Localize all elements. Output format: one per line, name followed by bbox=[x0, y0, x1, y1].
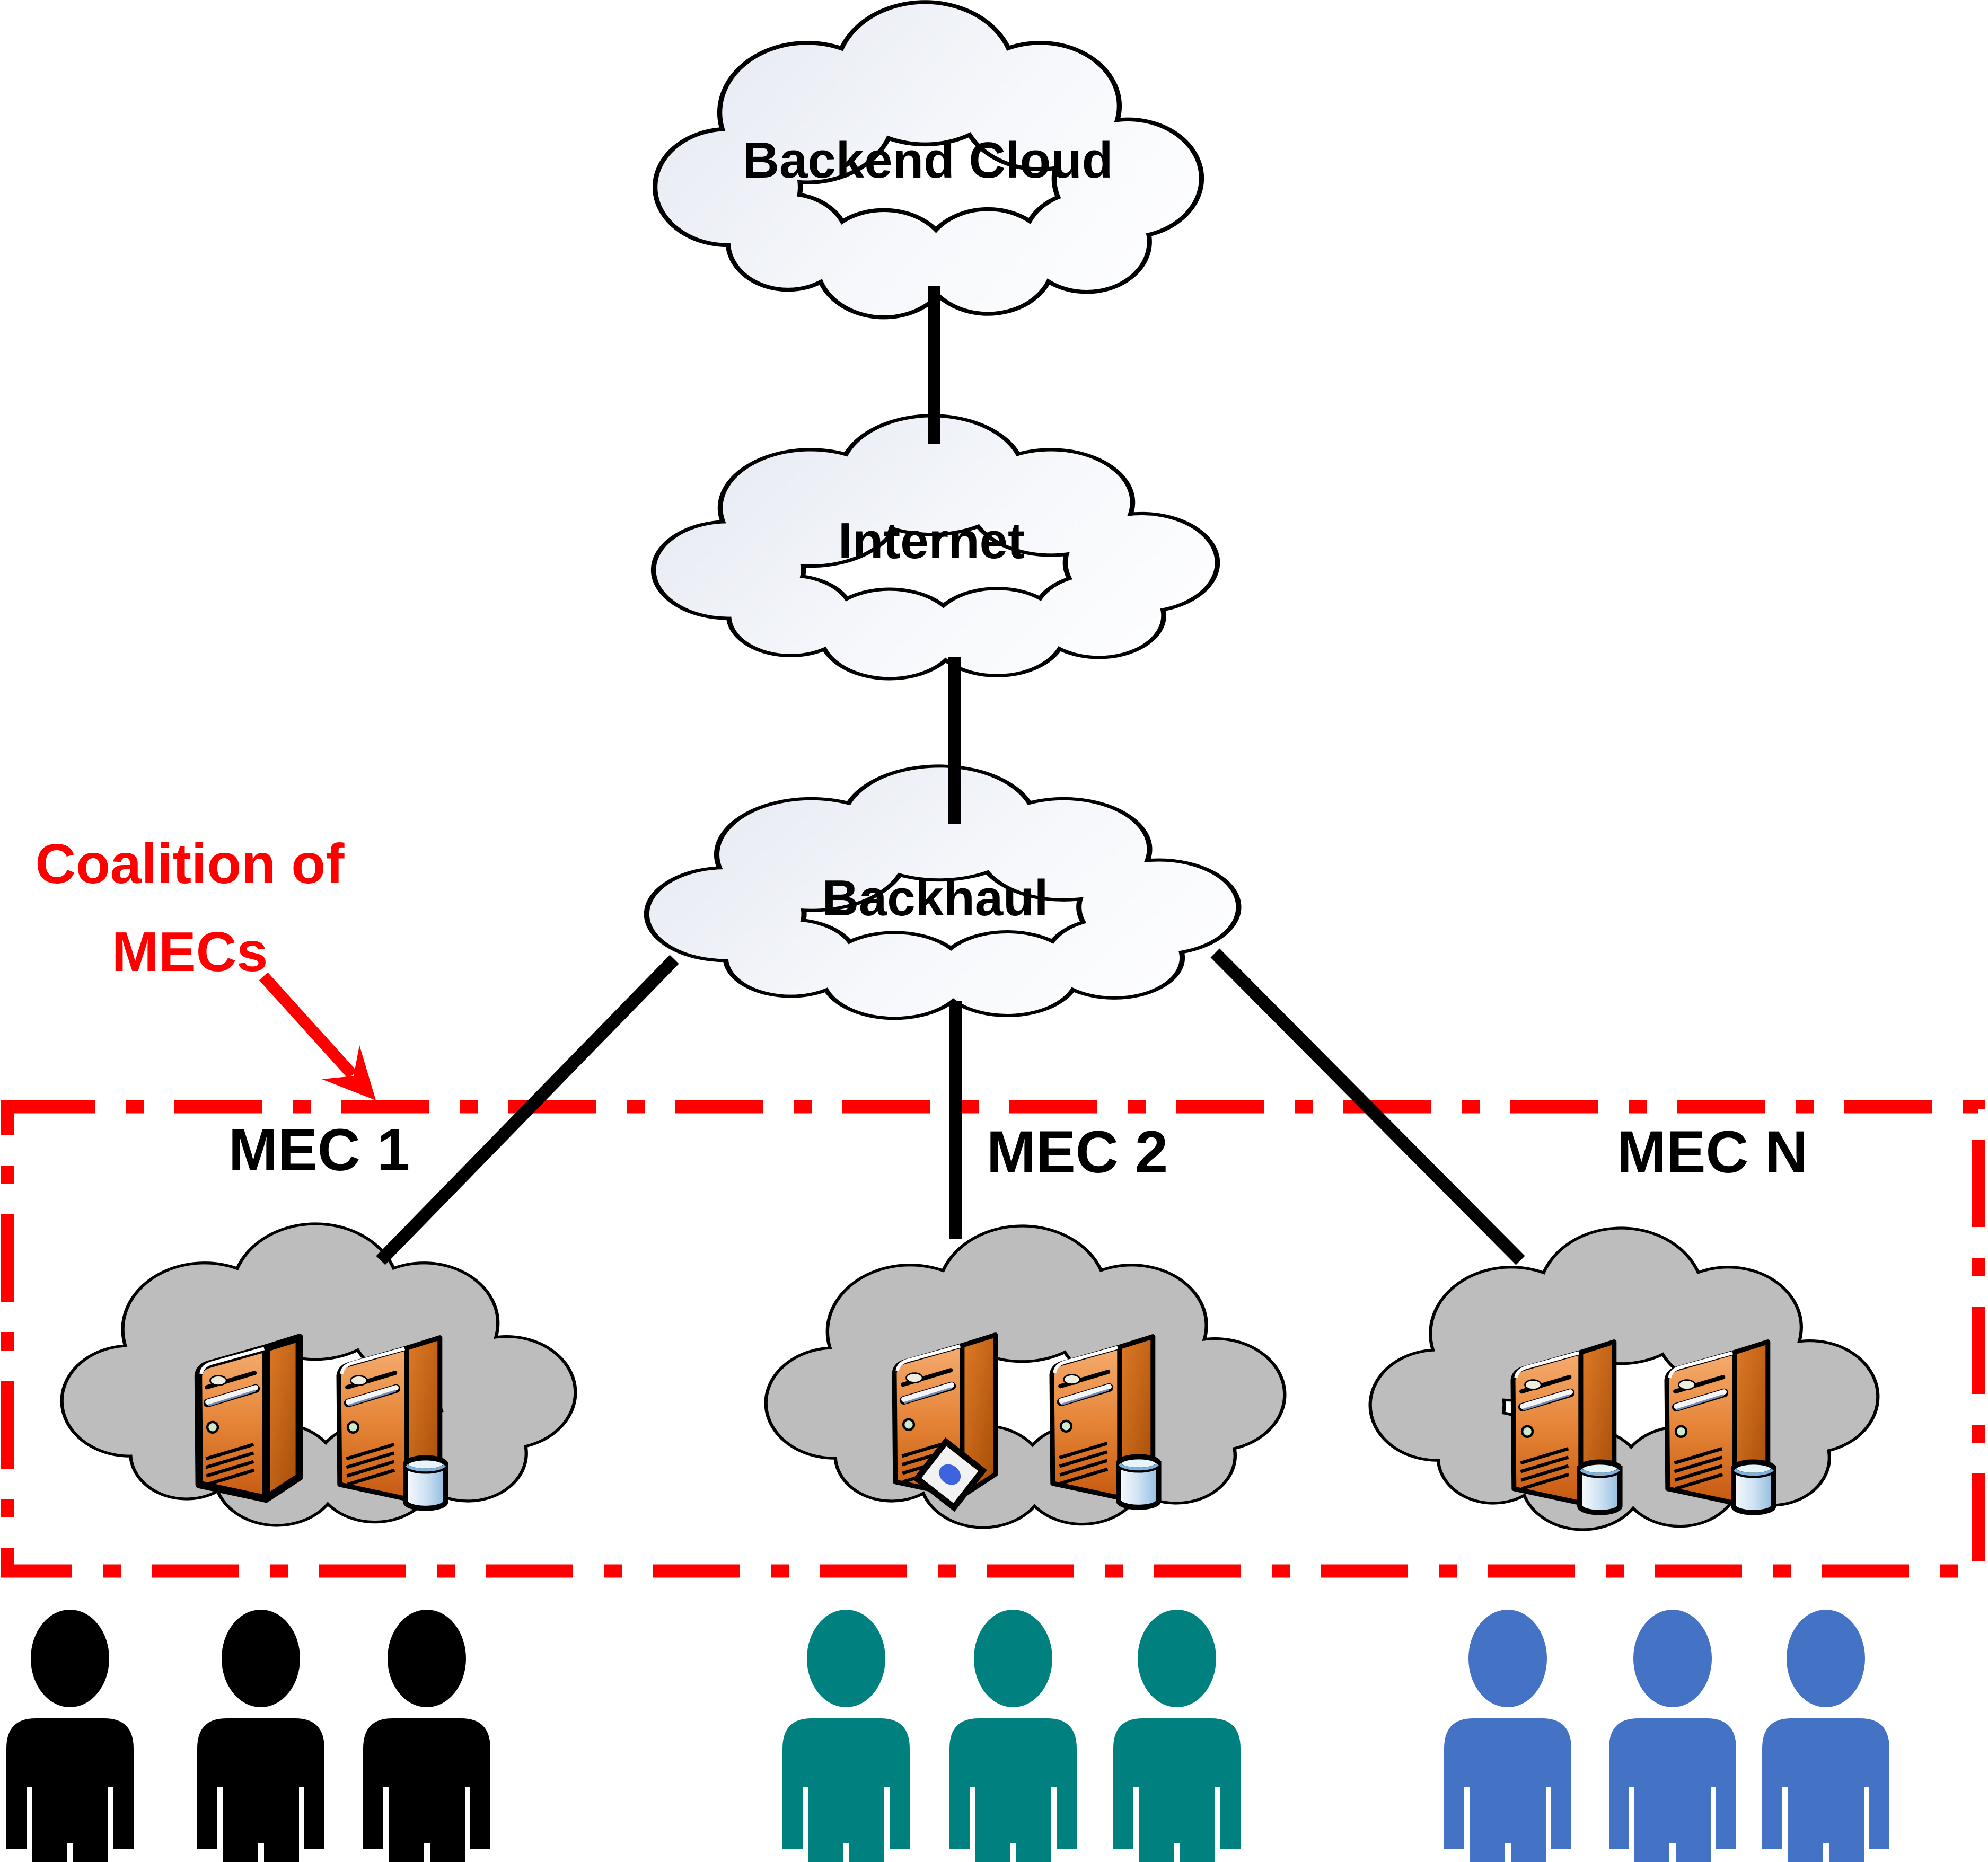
mecn-cloud-icon bbox=[1372, 1230, 1876, 1529]
network-links bbox=[376, 286, 1525, 1265]
mec1-server-database-icon bbox=[339, 1338, 446, 1508]
person-icon bbox=[363, 1610, 490, 1862]
person-icon bbox=[949, 1610, 1077, 1862]
coalition-label-line1: Coalition of bbox=[36, 833, 345, 895]
person-icon bbox=[1113, 1610, 1241, 1862]
backend-cloud: Backend Cloud bbox=[657, 4, 1199, 315]
mec2-server-database-icon bbox=[1052, 1337, 1159, 1507]
person-icon bbox=[782, 1610, 910, 1862]
mec2-label: MEC 2 bbox=[987, 1119, 1168, 1185]
coalition-arrow-icon bbox=[259, 972, 376, 1100]
person-icon bbox=[1444, 1610, 1571, 1862]
mec1-server-icon bbox=[198, 1338, 300, 1499]
mecn-server-database-icon bbox=[1667, 1342, 1774, 1513]
person-icon bbox=[1762, 1610, 1889, 1862]
coalition-boundary-box bbox=[1, 1100, 1985, 1578]
internet-cloud: Internet bbox=[656, 417, 1215, 677]
mec2-server-disc-icon bbox=[894, 1335, 996, 1507]
mec2-user-group bbox=[782, 1610, 1241, 1862]
mec1-cloud-icon bbox=[64, 1225, 574, 1524]
person-icon bbox=[1609, 1610, 1736, 1862]
mec1-label: MEC 1 bbox=[228, 1117, 410, 1183]
coalition-label-line2: MECs bbox=[112, 921, 268, 983]
mecn-label: MEC N bbox=[1617, 1119, 1808, 1185]
backend-cloud-label: Backend Cloud bbox=[743, 132, 1113, 189]
backhaul-cloud: Backhaul bbox=[649, 767, 1236, 1017]
person-icon bbox=[6, 1610, 134, 1862]
link-backhaul-mec1 bbox=[376, 955, 679, 1265]
mecn-server-database-icon bbox=[1513, 1342, 1620, 1513]
mecn-user-group bbox=[1444, 1610, 1889, 1862]
backhaul-cloud-label: Backhaul bbox=[822, 870, 1049, 926]
mec2-cloud-icon bbox=[768, 1228, 1283, 1526]
person-icon bbox=[197, 1610, 324, 1862]
mec1-user-group bbox=[6, 1610, 490, 1862]
internet-cloud-label: Internet bbox=[838, 513, 1025, 569]
coalition-annotation: Coalition of MECs bbox=[36, 833, 376, 1100]
link-backhaul-mecn bbox=[1210, 948, 1525, 1265]
